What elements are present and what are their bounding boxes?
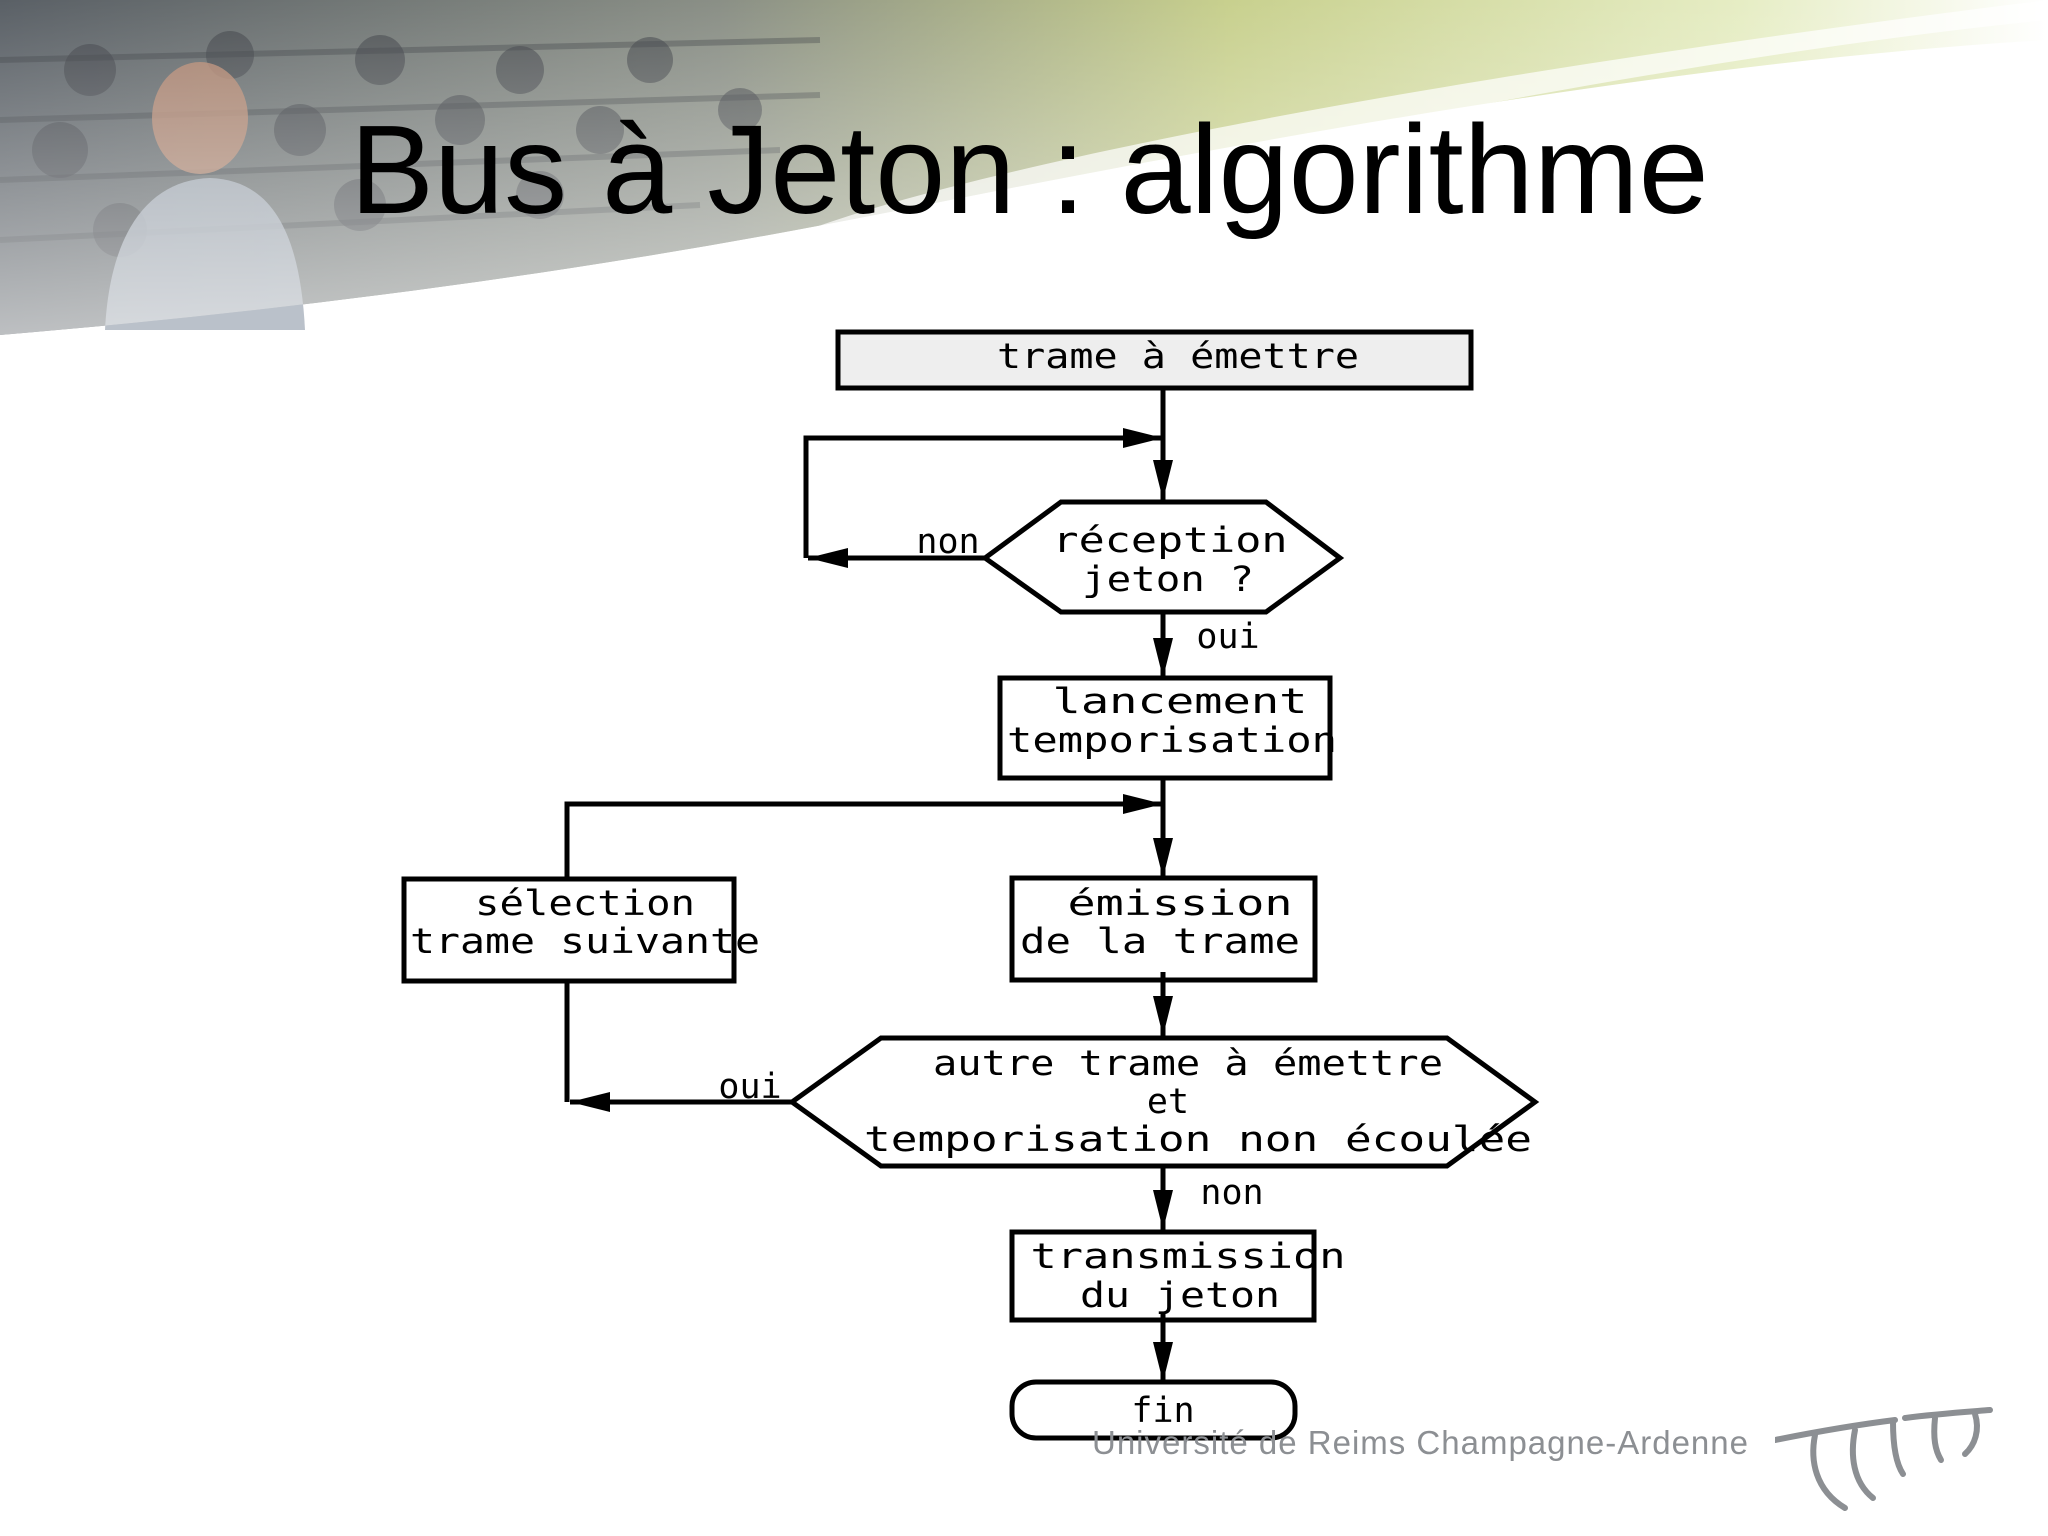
emission-label-line2: de la trame <box>1020 922 1300 962</box>
reception-decision <box>980 499 1345 615</box>
transmission-label-line1: transmission <box>1031 1237 1346 1277</box>
start-label: trame à émettre <box>997 337 1359 377</box>
timer-label-line1: lancement <box>1053 682 1308 722</box>
condition-decision <box>787 1035 1540 1169</box>
selection-loop-line <box>564 794 1163 879</box>
university-logo-icon <box>1775 1407 1993 1511</box>
condition-yes-label: oui <box>718 1067 781 1107</box>
emission-box <box>1009 875 1318 983</box>
selection-label-line1: sélection <box>475 884 695 924</box>
lecture-hall-banner <box>0 0 2048 335</box>
reception-yes-label: oui <box>1196 617 1259 657</box>
selection-label-line2: trame suivante <box>410 922 760 962</box>
selection-box <box>401 876 737 984</box>
emission-label-line1: émission <box>1068 884 1293 924</box>
start-box <box>835 329 1474 391</box>
condition-label-line2: et <box>1147 1082 1189 1122</box>
timer-label-line2: temporisation <box>1007 721 1337 761</box>
end-terminator <box>1009 1379 1298 1441</box>
university-name: Université de Reims Champagne-Ardenne <box>1092 1424 1749 1461</box>
loop-back-line <box>803 428 1163 558</box>
condition-label-line1: autre trame à émettre <box>933 1044 1443 1084</box>
condition-no-label: non <box>1200 1173 1263 1213</box>
transmission-label-line2: du jeton <box>1080 1276 1280 1316</box>
transmission-box <box>1009 1229 1317 1323</box>
reception-label-line2: jeton ? <box>1082 560 1254 600</box>
end-label: fin <box>1131 1391 1194 1431</box>
reception-no-label: non <box>916 522 979 562</box>
reception-label-line1: réception <box>1053 521 1288 561</box>
timer-box <box>997 675 1333 781</box>
slide-title: Bus à Jeton : algorithme <box>350 99 1709 240</box>
condition-label-line3: temporisation non écoulée <box>864 1120 1532 1160</box>
